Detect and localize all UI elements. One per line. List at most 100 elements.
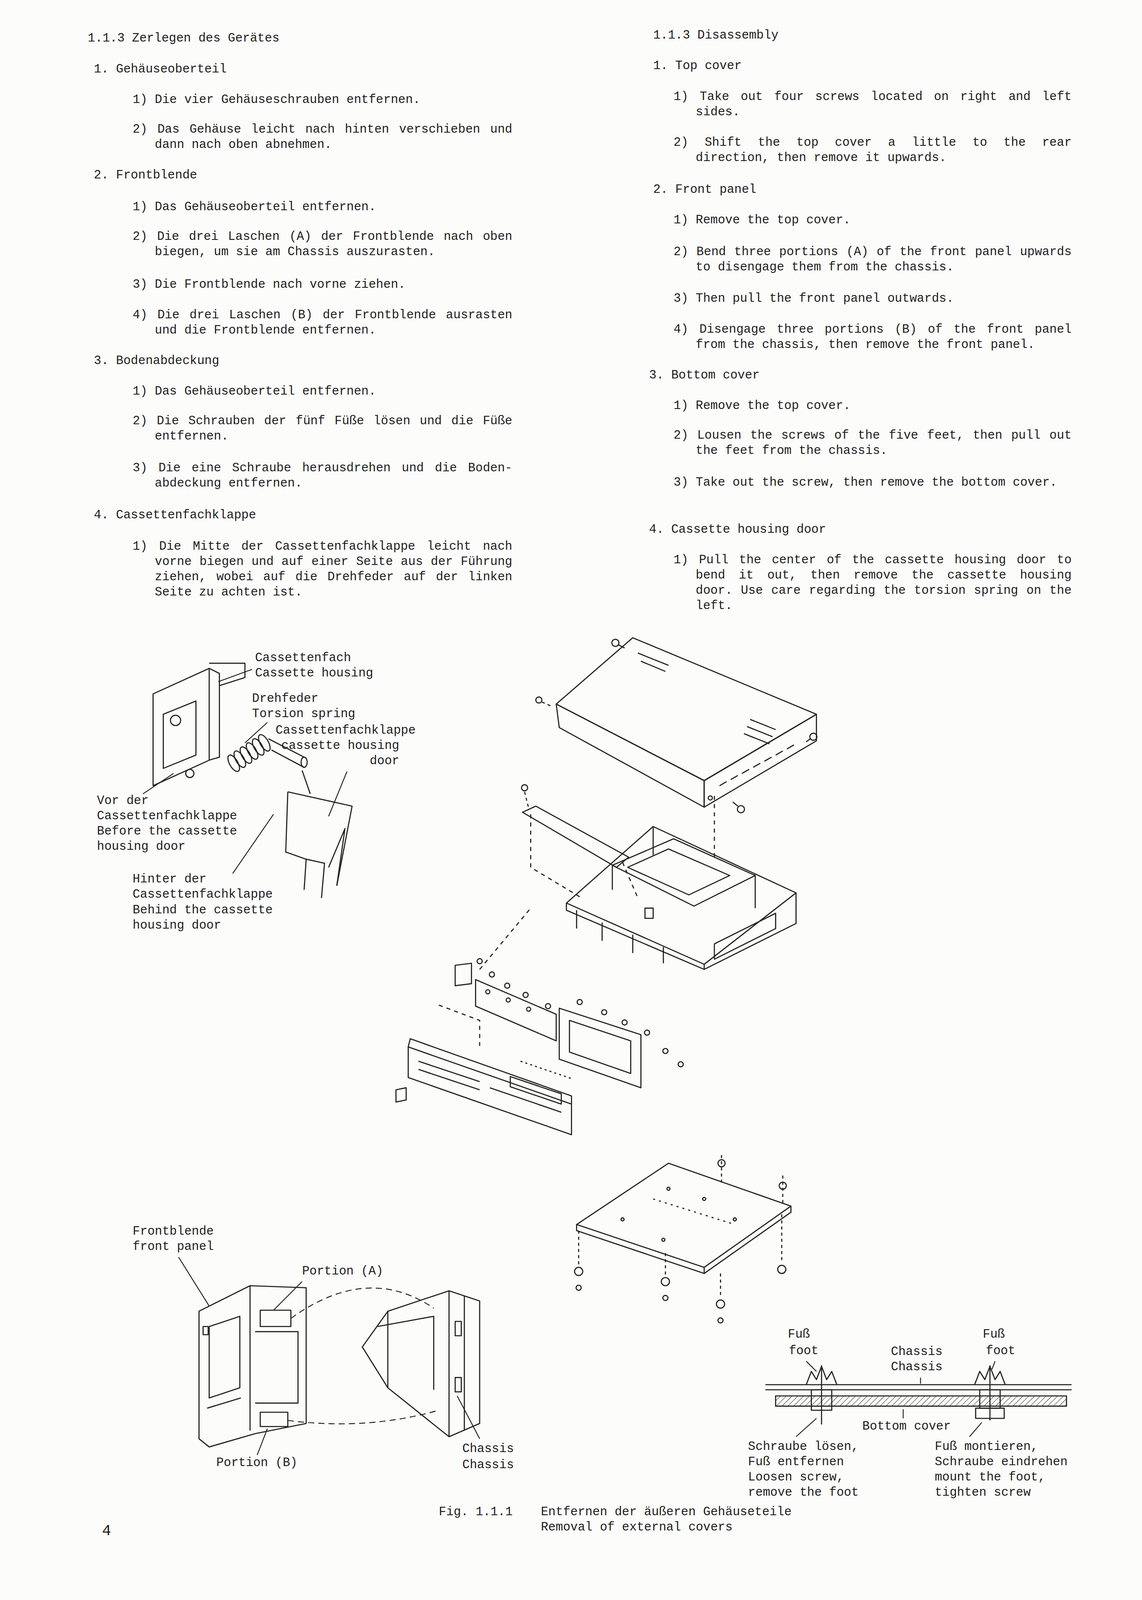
screw: [618, 644, 625, 648]
screw: [477, 958, 684, 1067]
front-panel-assembly: [395, 908, 641, 1135]
bracket: [530, 814, 582, 898]
foot: [661, 1277, 670, 1286]
chassis: [455, 1321, 462, 1336]
section-heading: 1. Gehäuseoberteil: [94, 61, 227, 78]
part-label: Portion (A): [302, 1263, 384, 1279]
part-label: Cassette housing: [255, 665, 373, 681]
front-panel: [260, 1309, 291, 1327]
part-label: cassette housing door: [277, 738, 400, 769]
screw: [611, 639, 620, 647]
front-panel-assembly: [479, 908, 531, 970]
front-panel-assembly: [506, 997, 511, 1003]
chassis: [449, 1290, 465, 1437]
cassette-housing-door: [302, 770, 311, 794]
cassette-housing-door: [287, 791, 353, 886]
cassette-housing-door: [328, 828, 346, 886]
top-cover: [744, 719, 776, 744]
bottom-cover: [576, 1163, 792, 1274]
top-cover: [704, 714, 817, 807]
screw: [477, 958, 483, 964]
top-cover: [719, 744, 795, 786]
part-label: Removal of external covers: [540, 1519, 733, 1535]
foot: [717, 1159, 726, 1167]
front-panel-assembly: [569, 1020, 631, 1074]
foot: [719, 1273, 722, 1298]
foot-cross-section: [765, 1364, 1072, 1425]
bottom-cover: [621, 1217, 625, 1221]
chassis: [612, 826, 756, 909]
section-heading: 3. Bottom cover: [649, 367, 760, 384]
section-heading: 4. Cassettenfachklappe: [94, 507, 257, 523]
chassis: [377, 1316, 434, 1390]
instruction-text: 1) Take out four screws located on right…: [673, 89, 1072, 120]
front-panel-assembly: [475, 979, 556, 1041]
foot: [777, 1264, 786, 1273]
part-label: Vor der Cassettenfachklappe: [97, 793, 241, 824]
leader-line: [232, 814, 274, 874]
leader-line: [902, 1408, 904, 1419]
screw: [535, 639, 817, 813]
screw: [535, 696, 542, 703]
bottom-cover: [576, 1163, 792, 1268]
front-panel: [207, 1397, 241, 1408]
part-label: Bottom cover: [862, 1418, 951, 1434]
screw: [504, 983, 510, 989]
leader-line: [178, 1256, 480, 1455]
leader-line: [919, 1377, 921, 1384]
screw: [644, 1029, 650, 1035]
foot: [781, 1214, 783, 1262]
instruction-text: 3) Die eine Schraube herausdrehen und di…: [132, 460, 513, 492]
chassis: [455, 1377, 462, 1392]
foot: [717, 1317, 723, 1323]
part-label: Schraube lösen, Fuß entfernen: [747, 1439, 863, 1470]
section-heading: 2. Frontblende: [94, 167, 198, 184]
part-label: Behind the cassette housing door: [132, 902, 277, 934]
part-label: Chassis: [462, 1457, 515, 1473]
cassette-housing-door: [285, 791, 306, 890]
top-cover: [556, 637, 817, 808]
cassette-housing-bracket: [163, 700, 196, 769]
part-label: mount the foot, tighten screw: [934, 1469, 1072, 1501]
torsion-spring: [237, 744, 254, 765]
section-heading: 1. Top cover: [652, 58, 742, 74]
line-art: [142, 637, 1072, 1455]
chassis: [714, 913, 776, 959]
instruction-text: 1) Pull the center of the cassette housi…: [673, 552, 1072, 614]
part-label: Fuß montieren, Schraube eindrehen: [934, 1439, 1072, 1470]
foot: [782, 1175, 784, 1206]
front-panel: [199, 1285, 307, 1447]
bottom-cover: [661, 1238, 665, 1242]
chassis: [714, 795, 716, 857]
part-label: Chassis: [891, 1344, 943, 1360]
cassette-housing-bracket: [170, 715, 181, 726]
bottom-cover: [702, 1197, 706, 1201]
cassette-housing-bracket: [185, 769, 194, 778]
front-panel: [202, 1326, 209, 1335]
section-heading: 4. Cassette housing door: [649, 522, 827, 538]
instruction-text: 2) Lousen the screws of the five feet, t…: [673, 427, 1072, 459]
screw: [577, 999, 583, 1005]
part-label: Frontblende: [132, 1223, 214, 1240]
section-heading: 1.1.3 Disassembly: [652, 27, 779, 44]
leader-line: [290, 1287, 434, 1319]
cassette-housing-bracket: [209, 663, 245, 686]
leader-line: [273, 1281, 302, 1310]
instruction-text: 3) Then pull the front panel outwards.: [673, 291, 1072, 307]
instruction-text: 3) Take out the screw, then remove the b…: [673, 475, 1072, 491]
part-label: Fig. 1.1.1: [439, 1504, 513, 1520]
instruction-text: 1) Remove the top cover.: [673, 398, 1072, 414]
foot: [574, 1267, 583, 1276]
leader-line: [178, 1256, 209, 1306]
section-heading: 2. Front panel: [652, 182, 757, 198]
front-panel-assembly: [485, 989, 490, 994]
foot: [574, 1154, 787, 1323]
leader-line: [287, 1409, 439, 1424]
foot: [779, 1181, 787, 1190]
leader-line: [244, 722, 268, 743]
door-shaft: [300, 756, 307, 767]
instruction-text: 4) Disengage three portions (B) of the f…: [673, 322, 1072, 353]
part-label: Cassettenfach: [255, 650, 351, 666]
cassette-housing-door: [285, 770, 353, 898]
